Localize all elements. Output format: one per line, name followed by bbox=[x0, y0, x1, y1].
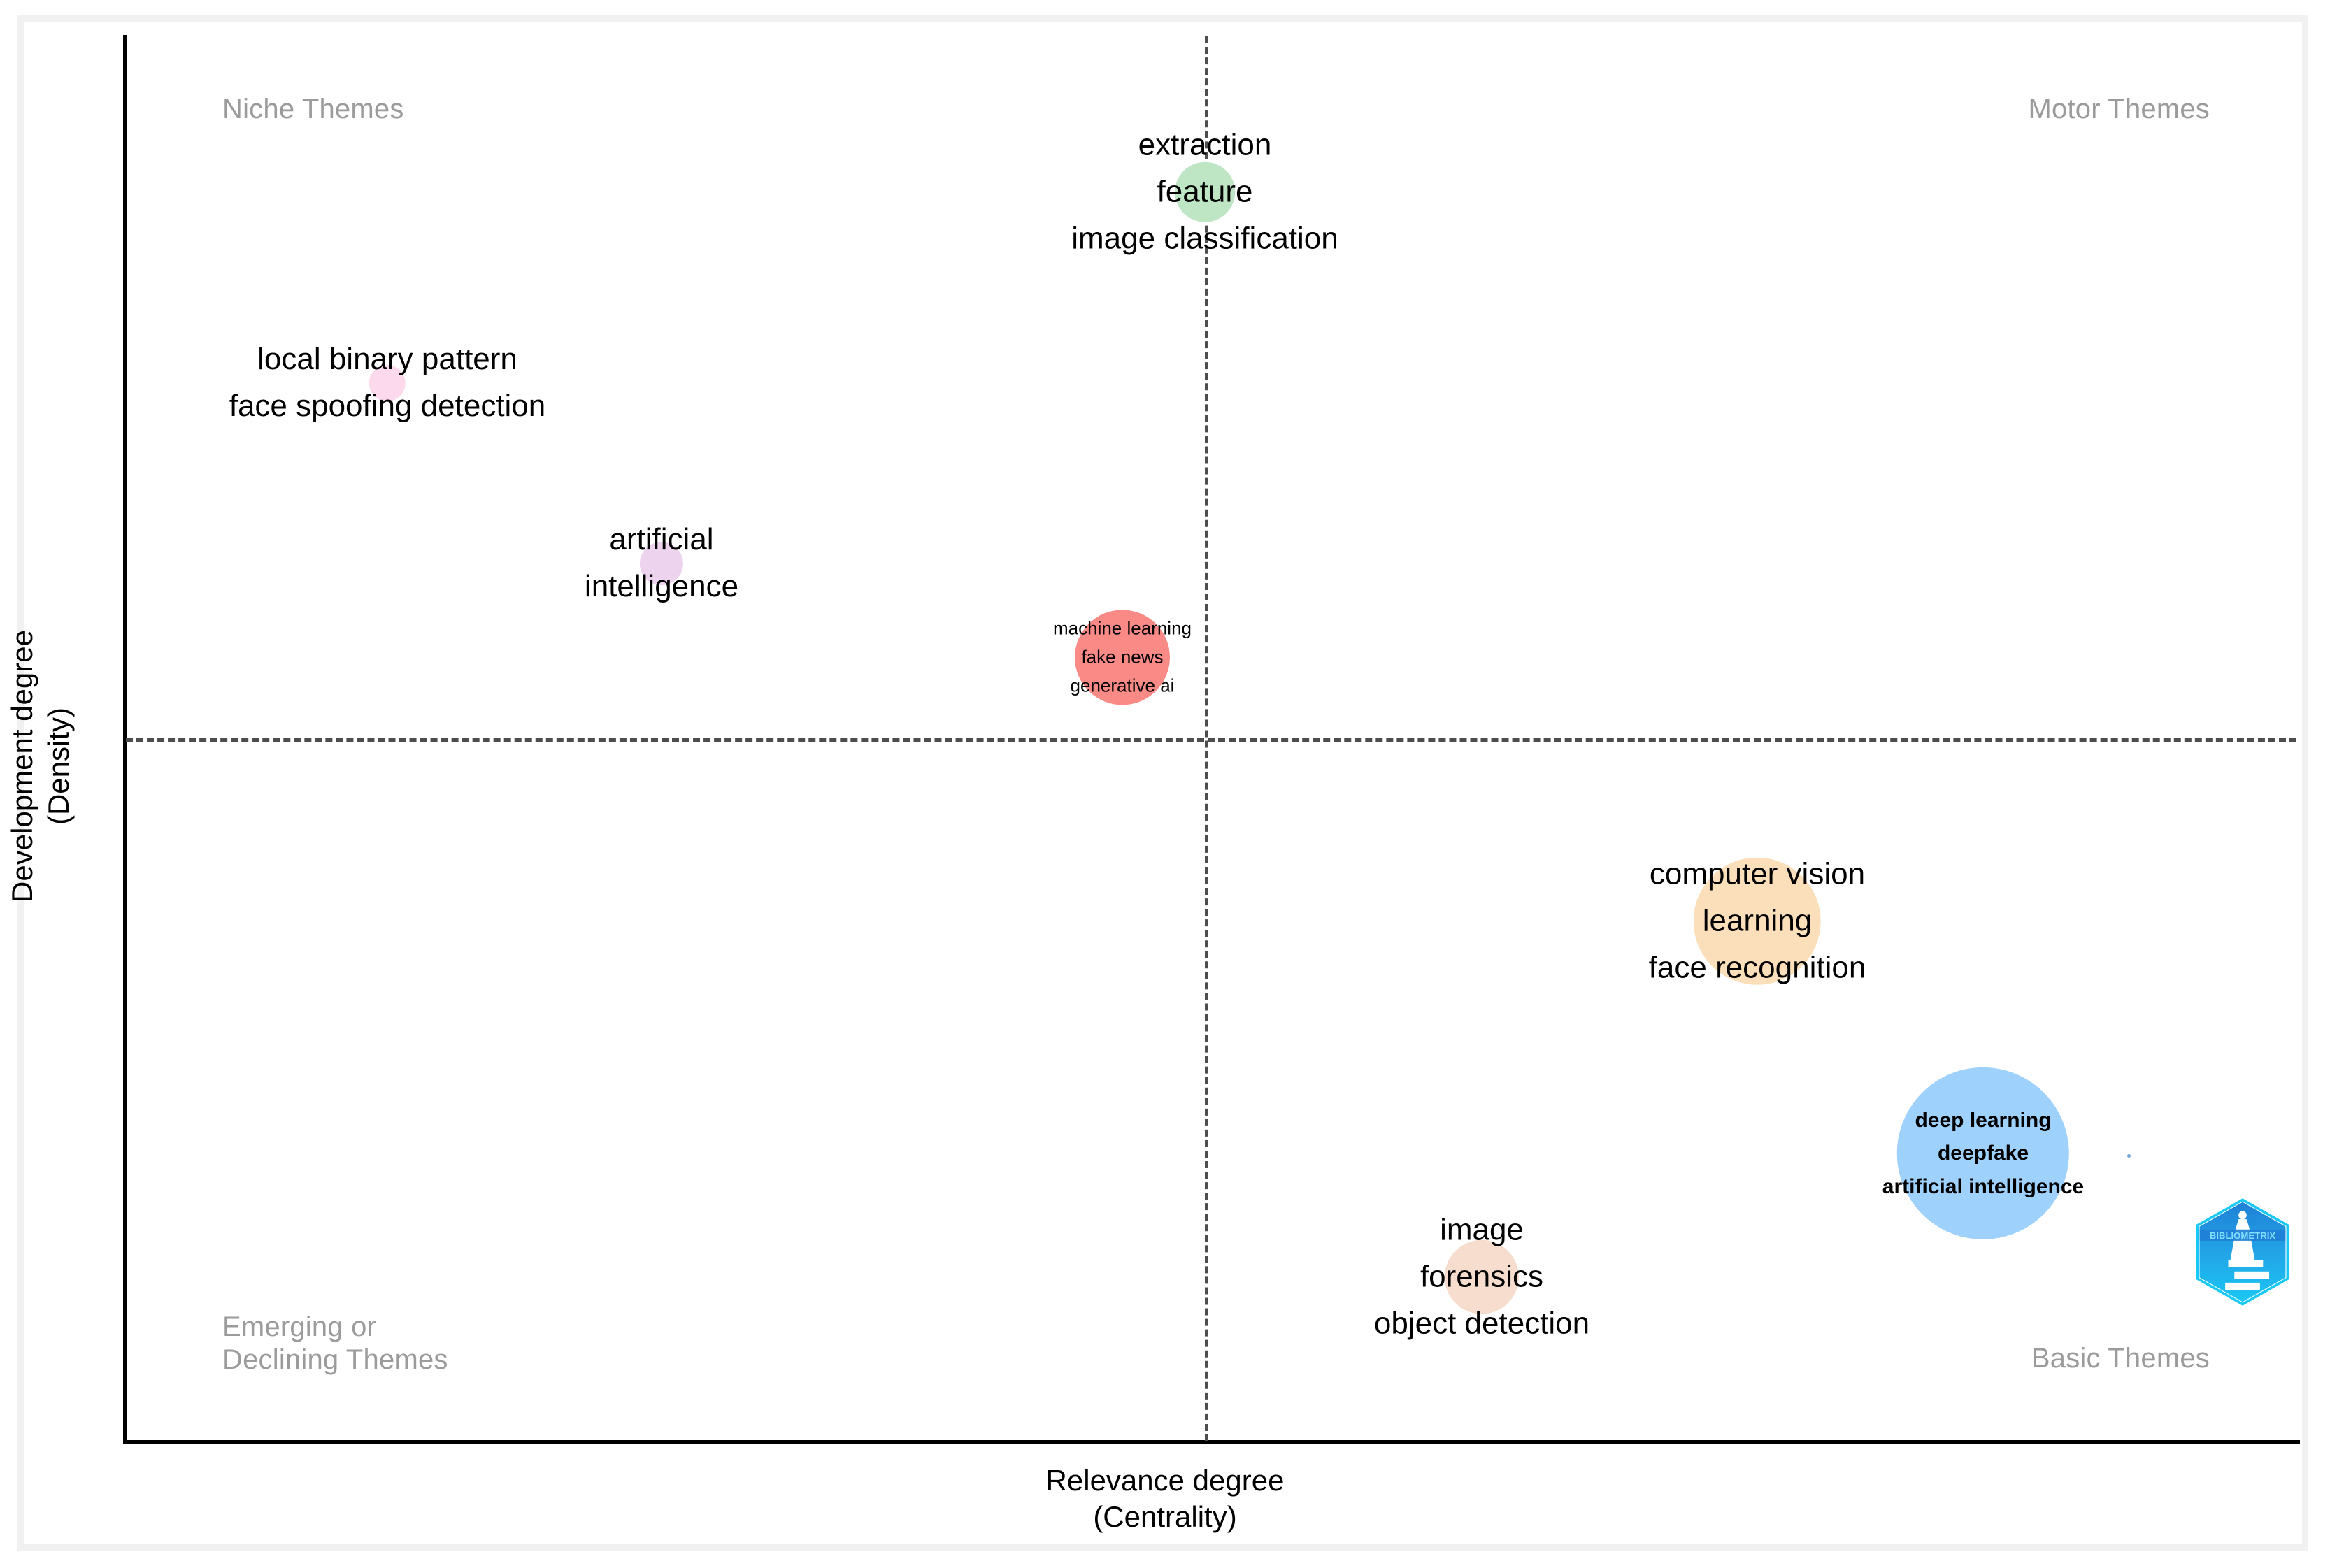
cluster-term-label: object detection bbox=[1373, 1306, 1590, 1341]
cluster-term-label: machine learning bbox=[1052, 617, 1192, 639]
cluster-bubble[interactable] bbox=[1074, 609, 1170, 705]
y-axis-title: Development degree (Density) bbox=[5, 630, 75, 902]
cluster-bubble[interactable] bbox=[640, 542, 683, 585]
cluster-label-stack: local binary pattern face spoofing detect… bbox=[229, 336, 546, 430]
cluster-bubble-group[interactable]: local binary pattern face spoofing detect… bbox=[229, 336, 546, 430]
cluster-bubble[interactable] bbox=[1694, 858, 1821, 985]
cluster-term-label: image bbox=[1440, 1212, 1524, 1247]
cluster-term-label: feature bbox=[1157, 174, 1253, 209]
cluster-term-label: generative ai bbox=[1070, 675, 1175, 696]
cluster-term-label: face recognition bbox=[1648, 950, 1866, 985]
cluster-bubble-group[interactable]: machine learning fake news generative ai bbox=[1053, 609, 1192, 705]
cluster-term-label: deepfake bbox=[1937, 1142, 2029, 1165]
cluster-term-label: fake news bbox=[1081, 646, 1164, 668]
cluster-term-label: artificial bbox=[609, 522, 714, 557]
cluster-label-stack: artificial intelligence bbox=[585, 517, 738, 610]
bibliometrix-logo: BIBLIOMETRIX bbox=[2190, 1197, 2295, 1307]
cluster-term-label: local binary pattern bbox=[257, 342, 517, 377]
x-axis-line bbox=[123, 1440, 2300, 1444]
cluster-term-label: deep learning bbox=[1915, 1108, 2052, 1132]
horizontal-divider-dashed bbox=[126, 738, 2296, 742]
quadrant-label-niche-themes: Niche Themes bbox=[222, 94, 404, 124]
quadrant-label-motor-themes: Motor Themes bbox=[2028, 94, 2210, 124]
quadrant-label-basic-themes: Basic Themes bbox=[2031, 1343, 2210, 1374]
bibliometrix-logo-text: BIBLIOMETRIX bbox=[2210, 1230, 2276, 1241]
cluster-label-stack: extraction feature image classification bbox=[1071, 122, 1338, 263]
cluster-label-stack: deep learning deepfake artificial intellig… bbox=[1882, 1104, 2084, 1203]
x-axis-title: Relevance degree (Centrality) bbox=[1045, 1464, 1285, 1534]
cluster-bubble-group[interactable]: artificial intelligence bbox=[585, 517, 738, 610]
stray-point-marker bbox=[2127, 1154, 2131, 1158]
cluster-bubble-group[interactable]: extraction feature image classification bbox=[1071, 122, 1338, 263]
quadrant-label-emerging-declining-themes: Emerging or Declining Themes bbox=[222, 1311, 448, 1376]
cluster-bubble-group[interactable]: image forensics object detection bbox=[1374, 1207, 1589, 1348]
cluster-bubble[interactable] bbox=[369, 365, 406, 401]
cluster-term-label: face spoofing detection bbox=[229, 389, 546, 423]
cluster-label-stack: machine learning fake news generative ai bbox=[1053, 614, 1192, 700]
y-axis-title-wrapper: Development degree (Density) bbox=[0, 452, 83, 1081]
cluster-term-label: artificial intelligence bbox=[1882, 1174, 2085, 1198]
cluster-bubble[interactable] bbox=[1897, 1067, 2069, 1239]
cluster-term-label: extraction bbox=[1138, 127, 1272, 162]
cluster-term-label: learning bbox=[1702, 903, 1813, 938]
cluster-label-stack: computer vision learning face recognition bbox=[1649, 851, 1866, 992]
y-axis-line bbox=[123, 35, 127, 1444]
cluster-term-label: intelligence bbox=[584, 569, 739, 603]
cluster-bubble-group[interactable]: computer vision learning face recognition bbox=[1649, 851, 1866, 992]
cluster-bubble-group[interactable]: deep learning deepfake artificial intellig… bbox=[1882, 1067, 2084, 1239]
cluster-term-label: image classification bbox=[1071, 221, 1338, 256]
cluster-bubble[interactable] bbox=[1445, 1240, 1519, 1314]
cluster-label-stack: image forensics object detection bbox=[1374, 1207, 1589, 1348]
cluster-term-label: forensics bbox=[1420, 1259, 1544, 1294]
cluster-term-label: computer vision bbox=[1649, 856, 1866, 891]
figure-frame bbox=[17, 15, 2308, 1551]
cluster-bubble[interactable] bbox=[1175, 162, 1235, 222]
